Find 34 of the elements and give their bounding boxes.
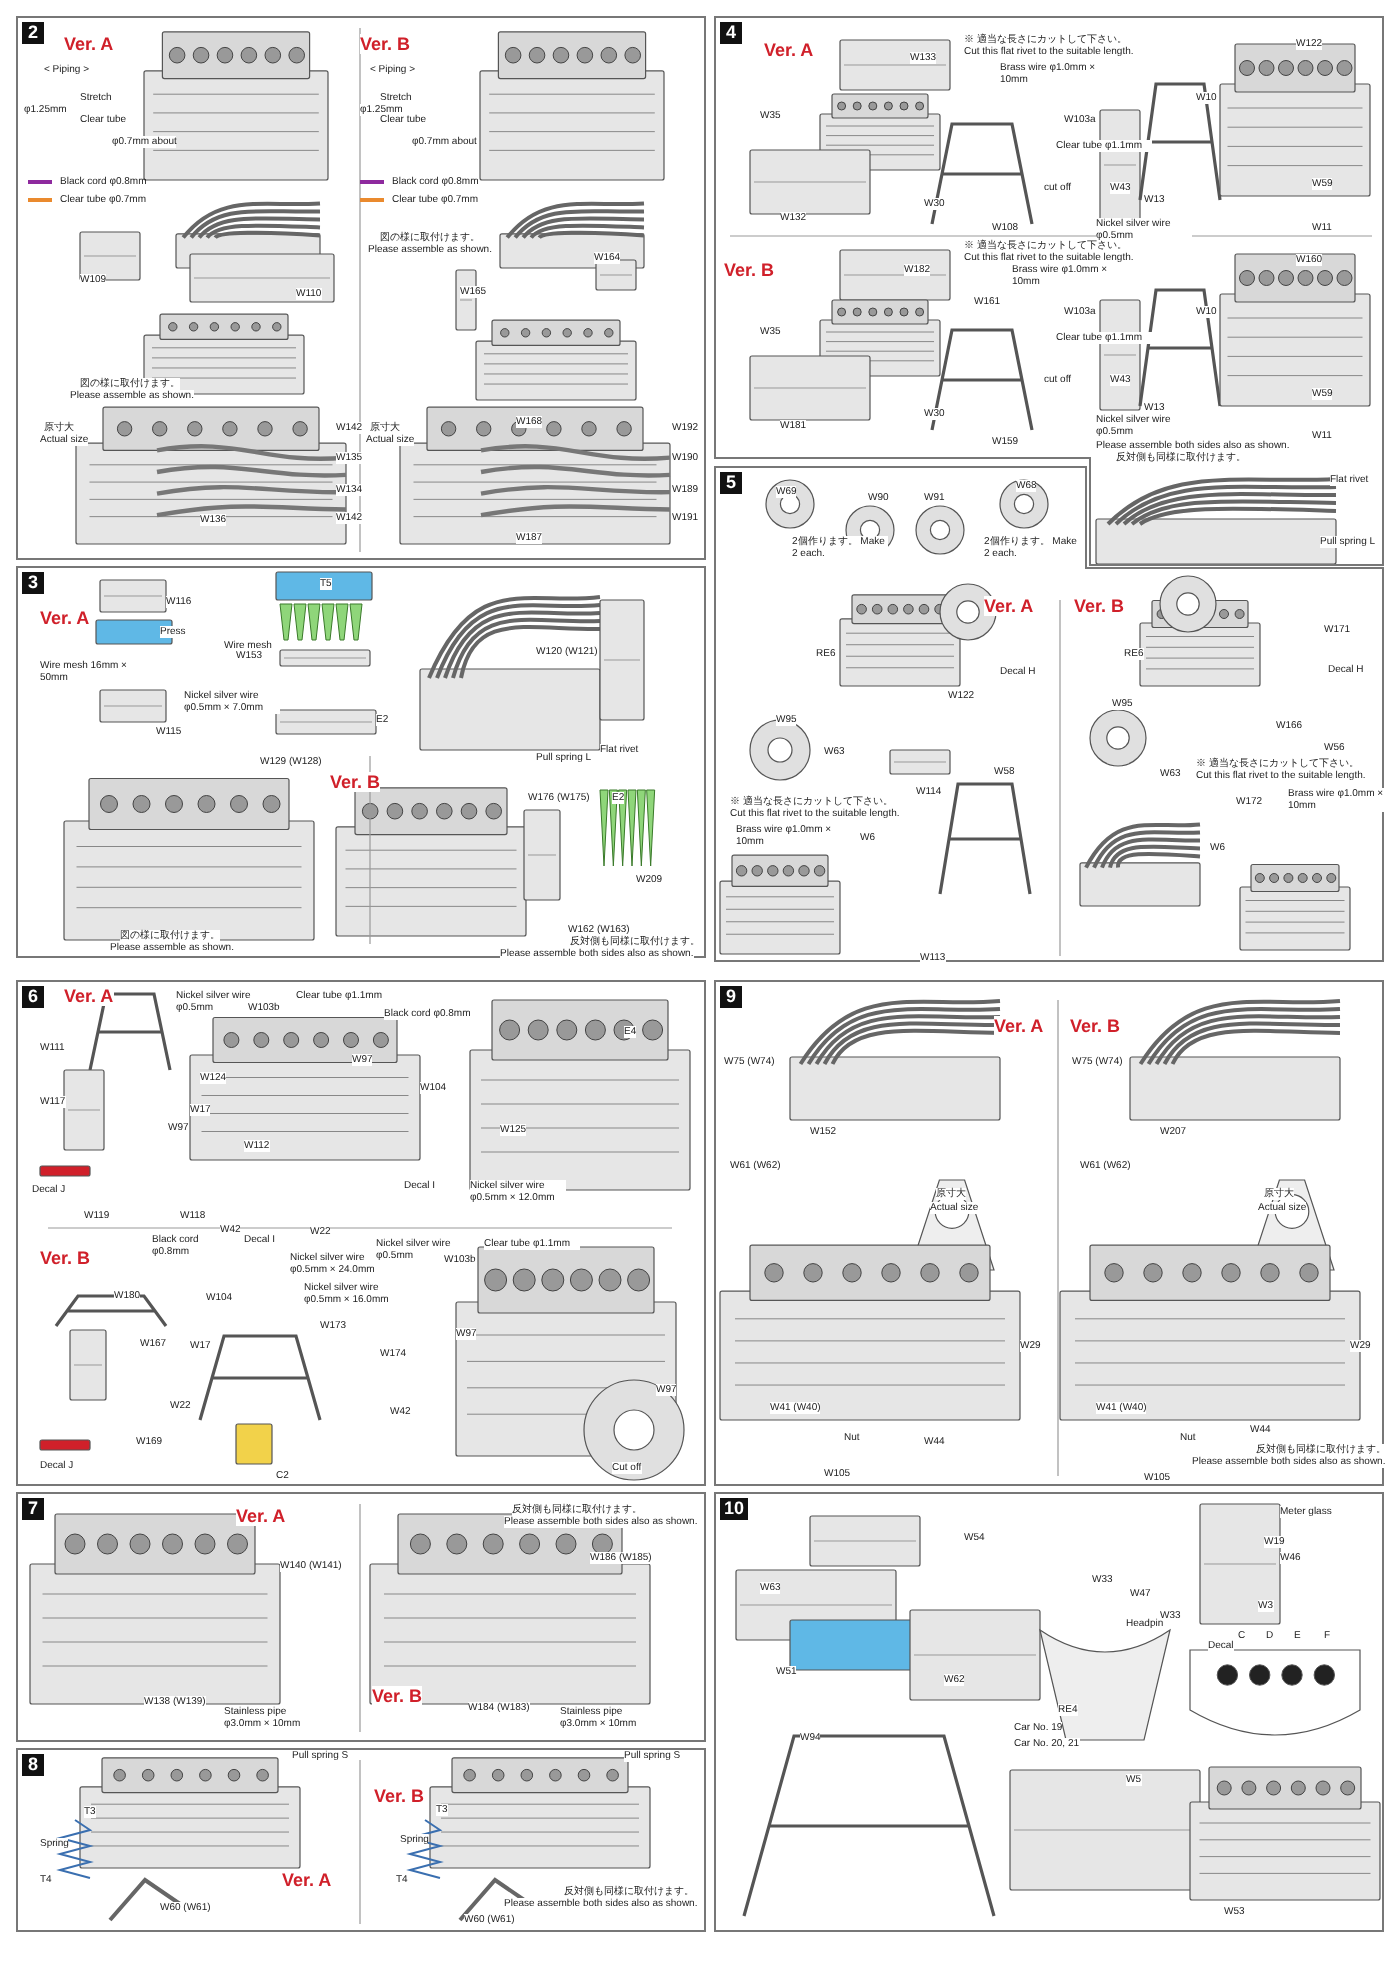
step-panel <box>714 1492 1384 1932</box>
version-label: Ver. B <box>724 260 775 280</box>
version-label: Ver. B <box>360 34 411 54</box>
version-label: Ver. A <box>764 40 814 60</box>
version-label: Ver. B <box>374 1786 425 1806</box>
step-panel <box>16 1492 706 1742</box>
version-label: Ver. A <box>282 1870 332 1890</box>
step-panel <box>714 466 1384 962</box>
step-panel <box>16 980 706 1486</box>
version-label: Ver. B <box>372 1686 423 1706</box>
step-number: 5 <box>720 472 742 494</box>
step-panel <box>16 1748 706 1932</box>
version-label: Ver. B <box>1070 1016 1121 1036</box>
step-number: 2 <box>22 22 44 44</box>
version-label: Ver. A <box>236 1506 286 1526</box>
version-label: Ver. A <box>64 986 114 1006</box>
version-label: Ver. A <box>40 608 90 628</box>
step-number: 8 <box>22 1754 44 1776</box>
version-label: Ver. B <box>1074 596 1125 616</box>
step-number: 9 <box>720 986 742 1008</box>
version-label: Ver. A <box>984 596 1034 616</box>
step-panel <box>714 980 1384 1486</box>
step-panel <box>714 16 1384 566</box>
step-number: 7 <box>22 1498 44 1520</box>
step-number: 3 <box>22 572 44 594</box>
version-label: Ver. B <box>330 772 381 792</box>
step-number: 6 <box>22 986 44 1008</box>
version-label: Ver. B <box>40 1248 91 1268</box>
version-label: Ver. A <box>994 1016 1044 1036</box>
step-number: 4 <box>720 22 742 44</box>
step-panel <box>16 16 706 560</box>
step-number: 10 <box>720 1498 749 1520</box>
step-panel <box>16 566 706 958</box>
version-label: Ver. A <box>64 34 114 54</box>
